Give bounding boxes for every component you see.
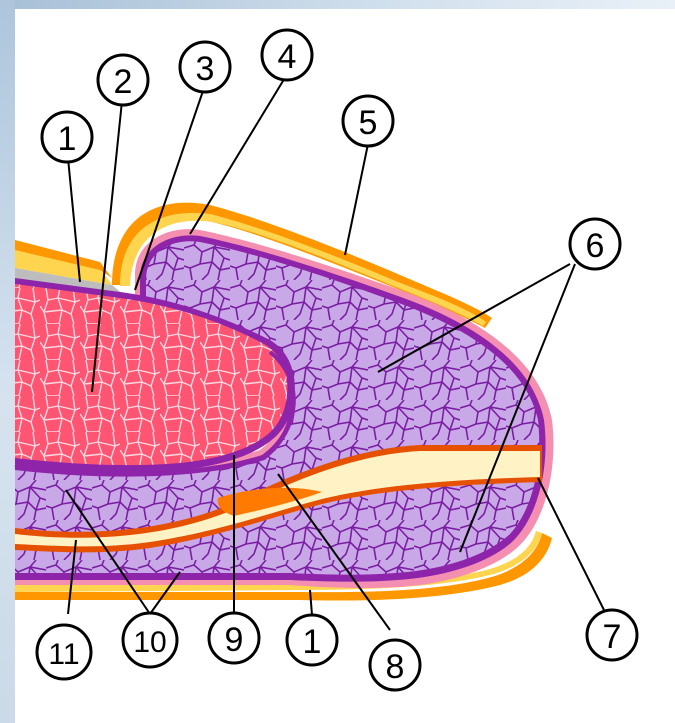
svg-text:8: 8 <box>386 648 405 686</box>
leader-line-4 <box>190 76 286 234</box>
callout-10: 10 <box>123 613 177 667</box>
callout-1a: 1 <box>42 112 92 162</box>
callout-9: 9 <box>209 613 259 663</box>
svg-text:1: 1 <box>303 623 322 661</box>
leader-line-5 <box>345 144 368 255</box>
svg-text:9: 9 <box>225 621 244 659</box>
callout-8: 8 <box>370 640 420 690</box>
callout-1b: 1 <box>287 615 337 665</box>
svg-text:5: 5 <box>359 104 378 142</box>
callout-2: 2 <box>98 55 148 105</box>
svg-text:7: 7 <box>603 618 622 656</box>
svg-text:6: 6 <box>586 227 605 265</box>
callout-7: 7 <box>587 610 637 660</box>
svg-text:10: 10 <box>133 626 166 659</box>
svg-text:1: 1 <box>58 120 77 158</box>
svg-text:3: 3 <box>196 50 215 88</box>
callout-4: 4 <box>262 30 312 80</box>
svg-text:2: 2 <box>114 63 133 101</box>
svg-text:4: 4 <box>278 38 297 76</box>
svg-text:11: 11 <box>48 638 79 671</box>
callout-6: 6 <box>570 219 620 269</box>
callout-11: 11 <box>37 625 91 679</box>
callout-5: 5 <box>343 96 393 146</box>
callout-3: 3 <box>180 42 230 92</box>
